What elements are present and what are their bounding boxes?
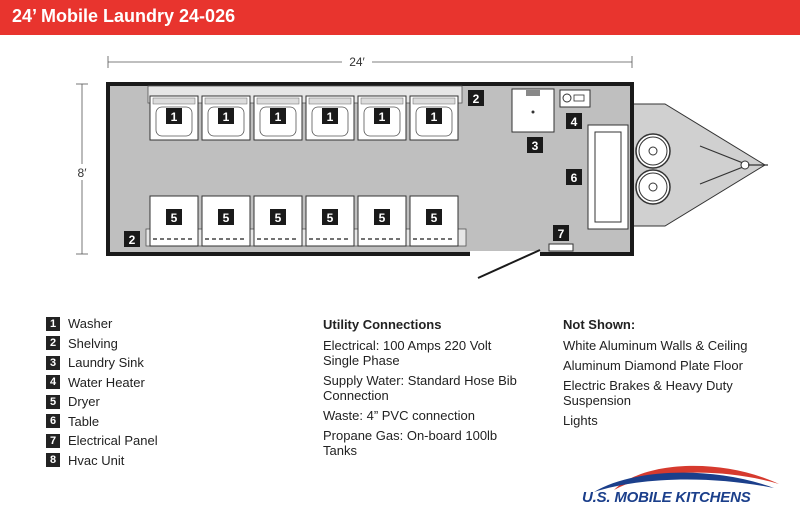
legend-label: Laundry Sink (68, 355, 144, 371)
washer-labels: 1 1 1 1 1 1 (166, 108, 442, 124)
table-number: 6 (571, 171, 578, 185)
laundry-sink (511, 88, 555, 133)
heater-number: 4 (571, 115, 578, 129)
legend-item: 3 Laundry Sink (46, 353, 158, 373)
propane-tank-icon (635, 169, 671, 205)
not-shown-entry: Lights (563, 413, 598, 428)
legend-item: 7 Electrical Panel (46, 431, 158, 451)
legend-item: 5 Dryer (46, 392, 158, 412)
legend-number: 1 (46, 316, 60, 331)
not-shown: Not Shown: White Aluminum Walls & Ceilin… (563, 317, 795, 433)
legend-item: 2 Shelving (46, 334, 158, 354)
header-bar: 24’ Mobile Laundry 24-026 (0, 0, 800, 35)
door (477, 249, 541, 279)
utility-entry: Electrical: 100 Amps 220 Volt Single Pha… (323, 338, 492, 368)
washer-number: 1 (379, 110, 386, 124)
dryer-number: 5 (379, 211, 386, 225)
not-shown-entry: Electric Brakes & Heavy Duty Suspension (563, 378, 733, 408)
utility-entry: Propane Gas: On-board 100lb Tanks (323, 428, 498, 458)
legend-label: Washer (68, 316, 113, 332)
dryer-number: 5 (431, 211, 438, 225)
utility-connections: Utility Connections Electrical: 100 Amps… (323, 317, 523, 463)
legend-label: Shelving (68, 335, 118, 351)
panel-number: 7 (558, 227, 565, 241)
logo-swoosh-icon (594, 465, 779, 492)
height-dimension: 8′ (72, 83, 92, 255)
legend-label: Table (68, 413, 100, 429)
dryer-labels: 5 5 5 5 5 5 (166, 209, 442, 225)
legend-number: 2 (46, 336, 60, 351)
utility-title: Utility Connections (323, 317, 442, 332)
not-shown-title: Not Shown: (563, 317, 636, 332)
not-shown-entry: Aluminum Diamond Plate Floor (563, 358, 743, 373)
width-dimension: 24′ (107, 53, 633, 69)
floor-plan: 24′ 8′ 1 1 1 (72, 53, 768, 279)
legend-label: Electrical Panel (68, 433, 158, 449)
width-label: 24′ (349, 55, 365, 69)
legend-number: 7 (46, 433, 60, 448)
washers (149, 95, 459, 141)
sink-number: 3 (532, 139, 539, 153)
legend-number: 6 (46, 414, 60, 429)
shelving-number: 2 (129, 233, 136, 247)
table (587, 124, 629, 230)
legend-number: 3 (46, 355, 60, 370)
water-heater (559, 89, 591, 108)
washer-number: 1 (223, 110, 230, 124)
legend-item: 1 Washer (46, 314, 158, 334)
utility-entry: Supply Water: Standard Hose Bib Connecti… (323, 373, 517, 403)
legend-item: 4 Water Heater (46, 373, 158, 393)
legend-number: 5 (46, 394, 60, 409)
dryer-number: 5 (275, 211, 282, 225)
legend-label: Water Heater (68, 374, 145, 390)
washer-number: 1 (171, 110, 178, 124)
washer-number: 1 (431, 110, 438, 124)
legend: 1 Washer 2 Shelving 3 Laundry Sink 4 Water H… (46, 314, 158, 470)
dryer-number: 5 (171, 211, 178, 225)
propane-tank-icon (635, 133, 671, 169)
legend-label: Hvac Unit (68, 452, 125, 468)
shelving-number: 2 (473, 92, 480, 106)
utility-entry: Waste: 4” PVC connection (323, 408, 475, 423)
dryer-number: 5 (327, 211, 334, 225)
company-logo: U.S. MOBILE KITCHENS (574, 462, 788, 514)
not-shown-entry: White Aluminum Walls & Ceiling (563, 338, 748, 353)
washer-number: 1 (327, 110, 334, 124)
height-label: 8′ (78, 166, 88, 180)
washer-number: 1 (275, 110, 282, 124)
legend-number: 4 (46, 375, 60, 390)
logo-text: U.S. MOBILE KITCHENS (582, 489, 751, 506)
electrical-panel (548, 243, 574, 252)
legend-number: 8 (46, 453, 60, 468)
legend-item: 8 Hvac Unit (46, 451, 158, 471)
page-title: 24’ Mobile Laundry 24-026 (12, 6, 236, 26)
legend-item: 6 Table (46, 412, 158, 432)
dryer-number: 5 (223, 211, 230, 225)
legend-label: Dryer (68, 394, 100, 410)
